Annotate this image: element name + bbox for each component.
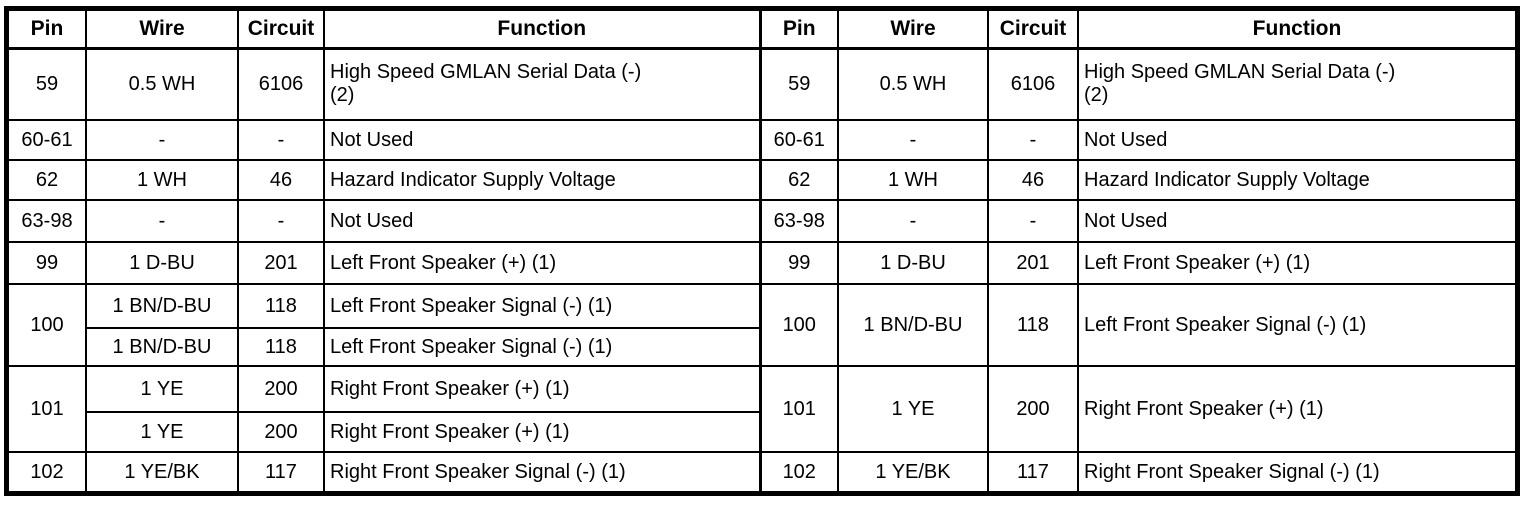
- function-cell: Not Used: [323, 119, 761, 161]
- header-row: Pin Wire Circuit Function Pin Wire Circu…: [7, 9, 1517, 50]
- wire-cell: 1 BN/D-BU: [85, 327, 239, 367]
- pin-cell: 62: [758, 159, 839, 201]
- function-cell: Hazard Indicator Supply Voltage: [1077, 159, 1517, 201]
- connector-pinout-table: Pin Wire Circuit Function Pin Wire Circu…: [4, 6, 1520, 496]
- circuit-cell: 118: [987, 283, 1079, 367]
- pin-cell: 59: [758, 47, 839, 121]
- wire-cell: 0.5 WH: [837, 47, 989, 121]
- wire-cell: -: [837, 119, 989, 161]
- function-cell: Not Used: [1077, 119, 1517, 161]
- wire-cell: 1 YE/BK: [837, 451, 989, 493]
- function-header: Function: [323, 9, 761, 50]
- function-text: High Speed GMLAN Serial Data (-) (2): [330, 61, 642, 107]
- wire-cell: 1 BN/D-BU: [837, 283, 989, 367]
- pin-cell: 102: [758, 451, 839, 493]
- function-cell: Hazard Indicator Supply Voltage: [323, 159, 761, 201]
- table-row: 60-61 - - Not Used 60-61 - - Not Used: [7, 119, 1517, 161]
- pin-cell: 99: [7, 241, 87, 285]
- wire-header: Wire: [85, 9, 239, 50]
- circuit-header: Circuit: [237, 9, 325, 50]
- circuit-cell: -: [237, 119, 325, 161]
- function-cell: High Speed GMLAN Serial Data (-) (2): [323, 47, 761, 121]
- pin-cell: 60-61: [758, 119, 839, 161]
- pin-cell: 100: [758, 283, 839, 367]
- table-row: 101 1 YE 200 Right Front Speaker (+) (1)…: [7, 365, 1517, 453]
- circuit-cell: 200: [237, 411, 325, 453]
- function-cell: Left Front Speaker Signal (-) (1): [1077, 283, 1517, 367]
- function-cell: Left Front Speaker (+) (1): [1077, 241, 1517, 285]
- wire-cell: -: [85, 199, 239, 243]
- pin-cell: 101: [758, 365, 839, 453]
- circuit-cell: -: [237, 199, 325, 243]
- table-subrow: 1 BN/D-BU 118 Left Front Speaker Signal …: [8, 327, 1516, 367]
- circuit-cell: -: [987, 199, 1079, 243]
- function-cell: Not Used: [1077, 199, 1517, 243]
- function-cell: Right Front Speaker (+) (1): [323, 365, 761, 413]
- pin-cell: 99: [758, 241, 839, 285]
- function-cell: Right Front Speaker Signal (-) (1): [1077, 451, 1517, 493]
- circuit-cell: 201: [987, 241, 1079, 285]
- pin-header: Pin: [758, 9, 839, 50]
- circuit-cell: -: [987, 119, 1079, 161]
- circuit-cell: 46: [987, 159, 1079, 201]
- function-cell: Right Front Speaker Signal (-) (1): [323, 451, 761, 493]
- function-cell: Right Front Speaker (+) (1): [323, 411, 761, 453]
- table-row: 62 1 WH 46 Hazard Indicator Supply Volta…: [7, 159, 1517, 201]
- pin-cell: 60-61: [7, 119, 87, 161]
- wire-cell: -: [85, 119, 239, 161]
- function-cell: Left Front Speaker (+) (1): [323, 241, 761, 285]
- wire-cell: 1 YE: [85, 411, 239, 453]
- function-cell: Left Front Speaker Signal (-) (1): [323, 327, 761, 367]
- wire-cell: -: [837, 199, 989, 243]
- circuit-header: Circuit: [987, 9, 1079, 50]
- pinout-table-grid: Pin Wire Circuit Function Pin Wire Circu…: [7, 9, 1517, 493]
- circuit-cell: 117: [987, 451, 1079, 493]
- table-row: 102 1 YE/BK 117 Right Front Speaker Sign…: [7, 451, 1517, 493]
- table-row: 99 1 D-BU 201 Left Front Speaker (+) (1)…: [7, 241, 1517, 285]
- circuit-cell: 200: [987, 365, 1079, 453]
- pin-cell: 63-98: [758, 199, 839, 243]
- circuit-cell: 46: [237, 159, 325, 201]
- function-cell: Not Used: [323, 199, 761, 243]
- wire-cell: 1 YE/BK: [85, 451, 239, 493]
- table-row: 59 0.5 WH 6106 High Speed GMLAN Serial D…: [7, 47, 1517, 121]
- table-row: 100 1 BN/D-BU 118 Left Front Speaker Sig…: [7, 283, 1517, 367]
- wire-cell: 1 WH: [837, 159, 989, 201]
- pin-cell: 63-98: [7, 199, 87, 243]
- wire-cell: 1 YE: [837, 365, 989, 453]
- wire-cell: 1 D-BU: [837, 241, 989, 285]
- table-row: 63-98 - - Not Used 63-98 - - Not Used: [7, 199, 1517, 243]
- circuit-cell: 200: [237, 365, 325, 413]
- function-cell: Left Front Speaker Signal (-) (1): [323, 283, 761, 329]
- function-header: Function: [1077, 9, 1517, 50]
- pin-cell: 59: [7, 47, 87, 121]
- wire-cell: 1 YE: [85, 365, 239, 413]
- pin-cell: 100: [7, 283, 87, 367]
- circuit-cell: 6106: [987, 47, 1079, 121]
- wire-cell: 1 D-BU: [85, 241, 239, 285]
- wire-cell: 1 BN/D-BU: [85, 283, 239, 329]
- circuit-cell: 118: [237, 327, 325, 367]
- table-subrow: 1 YE 200 Right Front Speaker (+) (1): [8, 411, 1516, 453]
- wire-cell: 1 WH: [85, 159, 239, 201]
- pin-header: Pin: [7, 9, 87, 50]
- wire-header: Wire: [837, 9, 989, 50]
- circuit-cell: 6106: [237, 47, 325, 121]
- circuit-cell: 201: [237, 241, 325, 285]
- function-cell: High Speed GMLAN Serial Data (-) (2): [1077, 47, 1517, 121]
- pin-cell: 62: [7, 159, 87, 201]
- wire-cell: 0.5 WH: [85, 47, 239, 121]
- circuit-cell: 118: [237, 283, 325, 329]
- function-text: High Speed GMLAN Serial Data (-) (2): [1084, 61, 1396, 107]
- pin-cell: 101: [7, 365, 87, 453]
- function-cell: Right Front Speaker (+) (1): [1077, 365, 1517, 453]
- circuit-cell: 117: [237, 451, 325, 493]
- pin-cell: 102: [7, 451, 87, 493]
